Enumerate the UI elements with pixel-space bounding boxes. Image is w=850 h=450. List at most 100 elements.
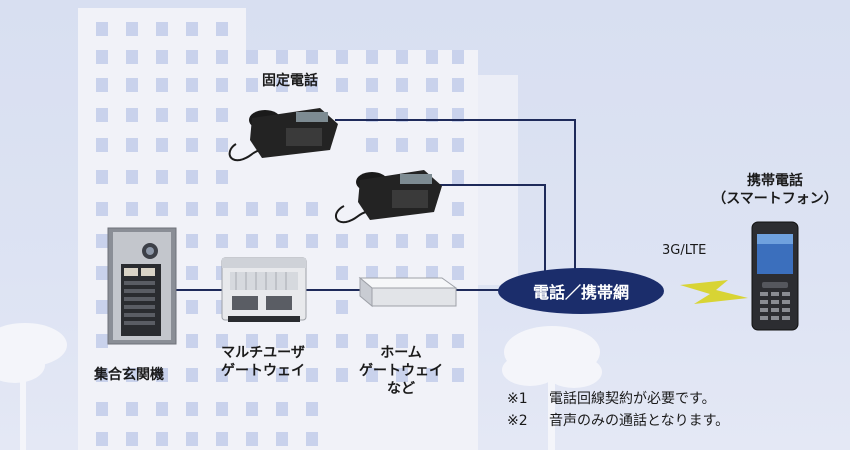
building-window (216, 402, 228, 416)
building-window (156, 50, 168, 64)
building-window (216, 22, 228, 36)
building-window (96, 234, 108, 248)
building-window (276, 334, 288, 348)
building-window (246, 234, 258, 248)
building-window (96, 334, 108, 348)
building-window (306, 334, 318, 348)
building-window (366, 138, 378, 152)
building-window (246, 432, 258, 446)
building-window (96, 368, 108, 382)
building-window (452, 170, 464, 184)
mobile-phone (751, 221, 799, 331)
building-windows (96, 22, 464, 446)
building-window (126, 78, 138, 92)
building-window (336, 368, 348, 382)
building-window (186, 78, 198, 92)
building-window (96, 432, 108, 446)
building-window (156, 432, 168, 446)
building-window (216, 170, 228, 184)
building-window (246, 402, 258, 416)
building-window (216, 202, 228, 216)
building-window (126, 402, 138, 416)
building-window (246, 334, 258, 348)
network-label: 電話／携帯網 (532, 283, 629, 302)
building-window (396, 78, 408, 92)
building-window (306, 50, 318, 64)
building-window (426, 50, 438, 64)
building-window (276, 402, 288, 416)
building-window (276, 234, 288, 248)
gateway-label-line2: ゲートウェイ (221, 363, 305, 380)
building-window (366, 368, 378, 382)
home-gateway-label-line3: など (387, 381, 415, 398)
gateway-label: マルチユーザ ゲートウェイ (204, 344, 322, 380)
building-window (186, 432, 198, 446)
building-window (126, 368, 138, 382)
building-window (96, 300, 108, 314)
building-window (336, 300, 348, 314)
note-2-mark: ※2 (507, 413, 528, 429)
line-phone-2 (432, 184, 546, 290)
building-window (216, 334, 228, 348)
building-window (216, 108, 228, 122)
building-window (246, 368, 258, 382)
building-window (96, 22, 108, 36)
fixed-phone-1 (228, 108, 338, 162)
building-window (186, 170, 198, 184)
building-window (426, 234, 438, 248)
lightning-icon (680, 280, 748, 304)
building-window (306, 234, 318, 248)
building-window (336, 334, 348, 348)
building-window (96, 50, 108, 64)
building-window (96, 108, 108, 122)
building-window (452, 138, 464, 152)
building-window (186, 138, 198, 152)
building-window (336, 234, 348, 248)
building-window (216, 138, 228, 152)
building-window (336, 50, 348, 64)
mobile-phone-title: 携帯電話 (747, 173, 803, 189)
building-window (452, 266, 464, 280)
building-window (126, 432, 138, 446)
building-window (366, 234, 378, 248)
building-window (276, 368, 288, 382)
building-window (306, 368, 318, 382)
building-window (306, 402, 318, 416)
entrance-label: 集合玄関機 (94, 367, 164, 383)
building-window (396, 334, 408, 348)
building-window (276, 432, 288, 446)
building-window (396, 234, 408, 248)
home-gateway-device (358, 276, 458, 308)
building-window (156, 108, 168, 122)
connection-lines (175, 119, 576, 291)
building-window (396, 138, 408, 152)
building-window (156, 202, 168, 216)
building-window (156, 402, 168, 416)
building-window (186, 300, 198, 314)
building-window (276, 50, 288, 64)
building-window (216, 50, 228, 64)
building-window (186, 334, 198, 348)
home-gateway-label-line1: ホーム (380, 345, 422, 361)
building-window (216, 78, 228, 92)
building-window (426, 334, 438, 348)
fixed-phone-2 (335, 170, 442, 224)
building-window (96, 170, 108, 184)
building-window (426, 266, 438, 280)
home-gateway-label-line2: ゲートウェイ (359, 363, 443, 380)
building-window (126, 50, 138, 64)
building-window (126, 138, 138, 152)
building-window (186, 22, 198, 36)
building-window (186, 108, 198, 122)
building-window (186, 402, 198, 416)
gateway-label-line1: マルチユーザ (221, 345, 305, 361)
building-window (156, 170, 168, 184)
building-window (126, 170, 138, 184)
building-window (366, 266, 378, 280)
building-window (336, 266, 348, 280)
building-window (366, 108, 378, 122)
building-window (186, 234, 198, 248)
